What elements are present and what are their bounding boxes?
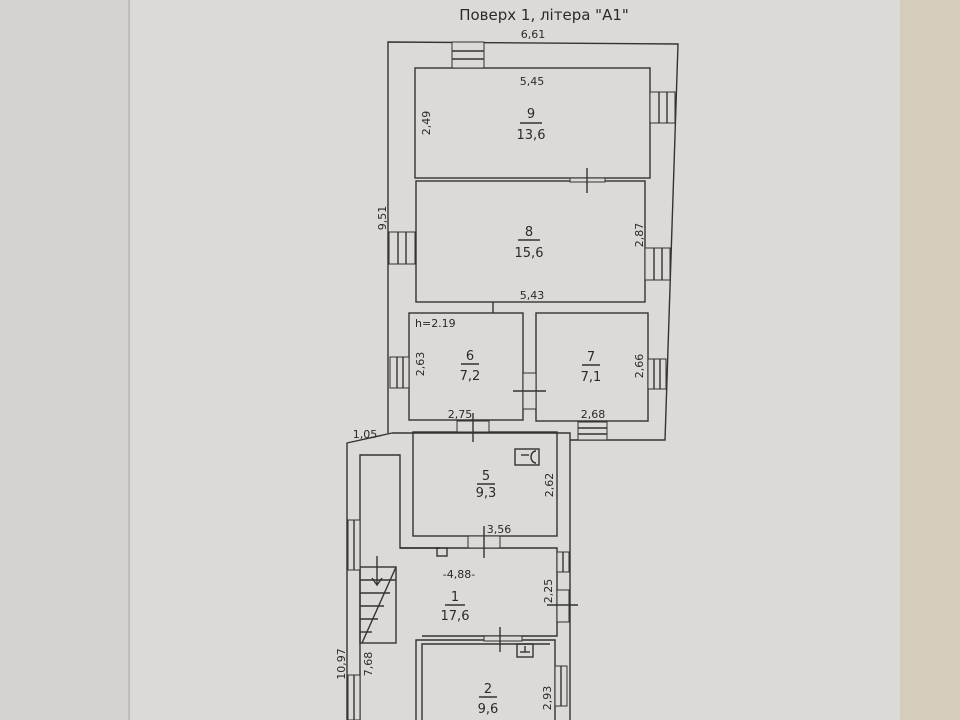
dim-outer-top: 6,61 bbox=[521, 28, 546, 41]
dim-room1-height: 2,25 bbox=[542, 579, 555, 604]
svg-text:5: 5 bbox=[482, 469, 490, 484]
dim-outer-left-lower: 10,97 bbox=[335, 648, 348, 680]
chimney-icon bbox=[436, 547, 448, 557]
door-icon bbox=[467, 526, 501, 558]
svg-text:1: 1 bbox=[451, 590, 459, 605]
dim-room5-width: 3,56 bbox=[487, 523, 512, 536]
room-label-9: 913,6 bbox=[517, 107, 546, 143]
dim-room8-width: 5,43 bbox=[520, 289, 545, 302]
window-icon bbox=[649, 91, 676, 124]
room-1 bbox=[400, 547, 558, 637]
room-label-2: 29,6 bbox=[478, 682, 499, 717]
room-label-6: 67,2 bbox=[460, 349, 481, 384]
room-8 bbox=[415, 180, 646, 303]
window-icon bbox=[577, 421, 608, 441]
outer-wall-lower bbox=[346, 432, 393, 720]
room-label-8: 815,6 bbox=[515, 225, 544, 261]
room-label-1: 117,6 bbox=[441, 590, 470, 624]
room-label-7: 77,1 bbox=[581, 350, 602, 385]
dim-room8-height: 2,87 bbox=[633, 223, 646, 248]
svg-text:9,6: 9,6 bbox=[478, 702, 499, 717]
outer-wall bbox=[387, 41, 679, 441]
staircase bbox=[359, 556, 397, 644]
room-2-inner bbox=[421, 643, 550, 720]
door-icon bbox=[547, 589, 578, 623]
door-icon bbox=[569, 168, 606, 193]
floor-plan-sheet bbox=[132, 0, 902, 720]
door-icon bbox=[513, 372, 546, 410]
window-icon bbox=[389, 356, 410, 389]
dim-room6-height: 2,63 bbox=[414, 352, 427, 377]
window-icon bbox=[556, 551, 570, 573]
window-icon bbox=[554, 665, 568, 707]
dim-room9-width: 5,45 bbox=[520, 75, 545, 88]
window-icon bbox=[647, 358, 667, 390]
window-icon bbox=[347, 674, 361, 720]
door-icon bbox=[483, 627, 523, 652]
svg-text:17,6: 17,6 bbox=[441, 609, 470, 624]
ceiling-height: h=2.19 bbox=[415, 317, 456, 330]
dim-room7-width: 2,68 bbox=[581, 408, 606, 421]
corridor-inner-wall bbox=[359, 454, 440, 720]
dim-room1-width: -4,88- bbox=[443, 568, 475, 581]
dim-stair: 7,68 bbox=[362, 652, 375, 677]
dim-room6-width: 2,75 bbox=[448, 408, 473, 421]
dim-outer-left: 9,51 bbox=[376, 206, 389, 231]
window-icon bbox=[388, 231, 416, 265]
dim-room9-height: 2,49 bbox=[420, 111, 433, 136]
window-icon bbox=[644, 247, 671, 281]
svg-text:9,3: 9,3 bbox=[476, 486, 497, 501]
door-icon bbox=[456, 413, 490, 442]
room5-outer-wall bbox=[392, 432, 571, 720]
svg-text:8: 8 bbox=[525, 225, 533, 240]
room-label-5: 59,3 bbox=[476, 469, 497, 501]
svg-text:7,2: 7,2 bbox=[460, 369, 481, 384]
svg-text:6: 6 bbox=[466, 349, 474, 364]
svg-text:2: 2 bbox=[484, 682, 492, 697]
svg-text:7,1: 7,1 bbox=[581, 370, 602, 385]
dim-room5-height: 2,62 bbox=[543, 473, 556, 498]
left-page bbox=[0, 0, 130, 720]
window-icon bbox=[347, 519, 361, 571]
svg-text:15,6: 15,6 bbox=[515, 246, 544, 261]
window-icon bbox=[451, 41, 485, 69]
svg-text:13,6: 13,6 bbox=[517, 128, 546, 143]
svg-text:7: 7 bbox=[587, 350, 595, 365]
dim-outer-step: 1,05 bbox=[353, 428, 378, 441]
boiler-icon bbox=[516, 643, 534, 658]
table-surface bbox=[900, 0, 960, 720]
dim-room2-height: 2,93 bbox=[541, 686, 554, 711]
svg-text:9: 9 bbox=[527, 107, 535, 122]
room-7 bbox=[535, 312, 649, 422]
plan-title: Поверх 1, літера "А1" bbox=[459, 6, 629, 24]
sink-icon bbox=[514, 448, 540, 466]
dim-room7-height: 2,66 bbox=[633, 354, 646, 379]
